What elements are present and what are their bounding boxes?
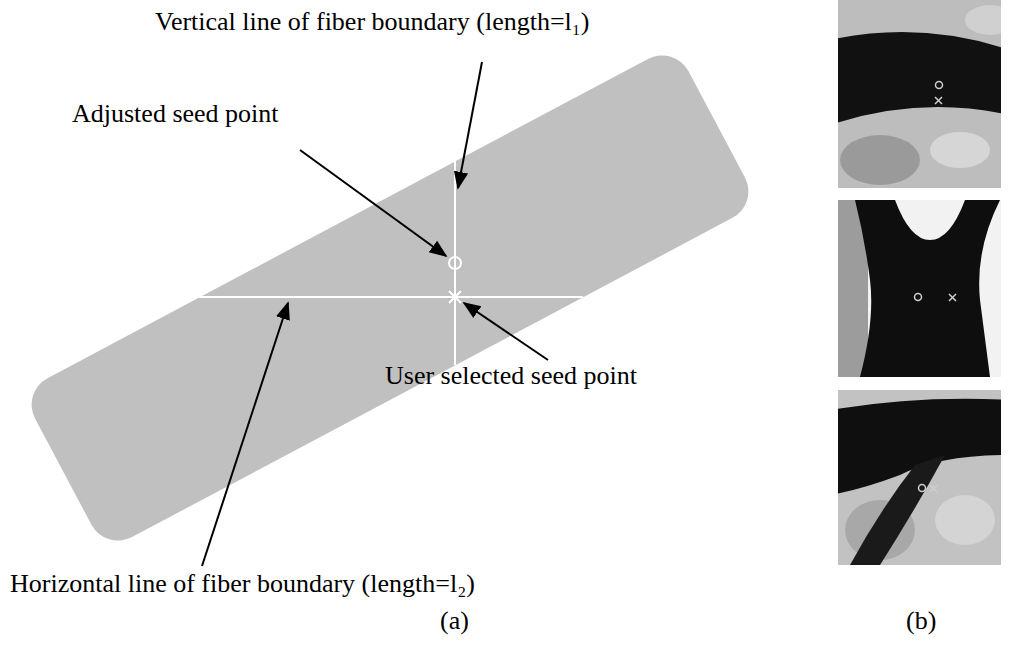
panel-label: (b) [906,607,936,636]
leader-arrow [300,150,446,256]
leader-arrow [458,62,482,188]
leader-arrow [464,303,548,360]
photo-panel [830,0,1015,188]
callout-label: Adjusted seed point [72,100,279,129]
horizontal-line [199,296,583,298]
photo-panel [830,390,1010,565]
callout-label: Vertical line of fiber boundary (length=… [155,8,590,37]
callout-label: Horizontal line of fiber boundary (lengt… [10,570,475,599]
adjusted-seed-mark [449,257,461,269]
fiber-band [21,45,759,551]
user-seed-mark [449,291,461,303]
photo-panel [838,200,1001,377]
leader-arrow [202,303,288,566]
callout-label: User selected seed point [385,362,637,391]
vertical-line [454,161,456,365]
panel-label: (a) [440,607,469,636]
